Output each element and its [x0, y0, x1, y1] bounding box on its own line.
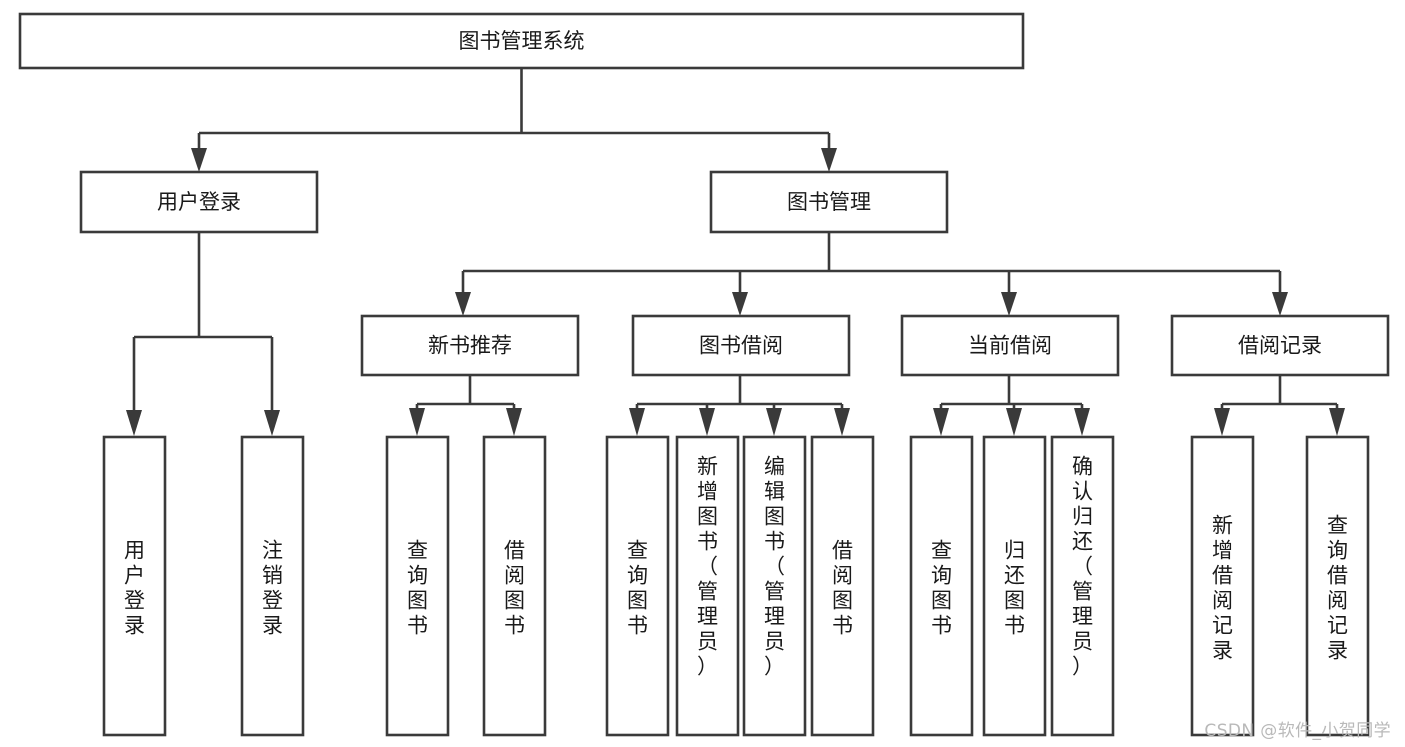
node-leaf-add-book[interactable]: 新增图书（管理员）: [675, 435, 740, 737]
node-label-leaf-logout: 注销登录: [262, 539, 283, 638]
node-leaf-query-book-current[interactable]: 查询图书: [909, 435, 974, 737]
node-leaf-return-book[interactable]: 归还图书: [982, 435, 1047, 737]
node-leaf-query-borrow-record[interactable]: 查询借阅记录: [1305, 435, 1370, 737]
node-box-borrow-record[interactable]: [1170, 314, 1390, 377]
node-leaf-query-book-rec[interactable]: 查询图书: [385, 435, 450, 737]
connector-group-book-manage-to-level3: [455, 232, 1288, 316]
node-borrow-record[interactable]: 借阅记录: [1170, 314, 1390, 377]
node-root[interactable]: 图书管理系统: [18, 12, 1025, 70]
node-label-leaf-query-book-current: 查询图书: [931, 539, 952, 638]
node-leaf-edit-book[interactable]: 编辑图书（管理员）: [742, 435, 807, 737]
connector-group-borrow-record-to-leaves: [1214, 375, 1345, 436]
node-box-leaf-add-borrow-record[interactable]: [1190, 435, 1255, 737]
node-label-leaf-borrow-book: 借阅图书: [832, 539, 853, 638]
node-label-leaf-edit-book: 编辑图书（管理员）: [764, 455, 785, 679]
node-user-login[interactable]: 用户登录: [79, 170, 319, 234]
node-leaf-borrow-book[interactable]: 借阅图书: [810, 435, 875, 737]
connector-group-book-borrow-to-leaves: [629, 375, 850, 436]
node-label-root: 图书管理系统: [459, 29, 585, 53]
node-box-user-login[interactable]: [79, 170, 319, 234]
node-label-leaf-query-book-rec: 查询图书: [407, 539, 428, 638]
node-box-book-manage[interactable]: [709, 170, 949, 234]
node-label-book-borrow: 图书借阅: [699, 334, 783, 358]
node-box-leaf-add-book[interactable]: [675, 435, 740, 737]
arrowhead-leaf-add-book: [699, 408, 715, 436]
node-book-manage[interactable]: 图书管理: [709, 170, 949, 234]
node-box-leaf-query-book-current[interactable]: [909, 435, 974, 737]
node-label-user-login: 用户登录: [157, 190, 241, 214]
node-label-borrow-record: 借阅记录: [1238, 334, 1322, 358]
node-box-root[interactable]: [18, 12, 1025, 70]
arrowhead-leaf-query-book-borrow: [629, 408, 645, 436]
node-label-leaf-query-book-borrow: 查询图书: [627, 539, 648, 638]
connector-group-root-to-level2: [191, 68, 837, 172]
node-box-leaf-query-book-rec[interactable]: [385, 435, 450, 737]
node-box-current-borrow[interactable]: [900, 314, 1120, 377]
arrowhead-current-borrow: [1001, 292, 1017, 316]
arrowhead-leaf-edit-book: [766, 408, 782, 436]
arrowhead-leaf-borrow-book-rec: [506, 408, 522, 436]
node-leaf-add-borrow-record[interactable]: 新增借阅记录: [1190, 435, 1255, 737]
arrowhead-borrow-record: [1272, 292, 1288, 316]
arrowhead-leaf-add-borrow-record: [1214, 408, 1230, 436]
node-box-leaf-borrow-book-rec[interactable]: [482, 435, 547, 737]
arrowhead-leaf-return-book: [1006, 408, 1022, 436]
arrowhead-new-book-recommend: [455, 292, 471, 316]
node-box-leaf-logout[interactable]: [240, 435, 305, 737]
node-label-leaf-borrow-book-rec: 借阅图书: [504, 539, 525, 638]
node-box-leaf-confirm-return[interactable]: [1050, 435, 1115, 737]
connector-group-user-login-to-leaves: [126, 232, 280, 436]
node-box-leaf-query-book-borrow[interactable]: [605, 435, 670, 737]
node-box-new-book-recommend[interactable]: [360, 314, 580, 377]
node-box-leaf-borrow-book[interactable]: [810, 435, 875, 737]
node-leaf-user-login[interactable]: 用户登录: [102, 435, 167, 737]
arrowhead-leaf-logout: [264, 410, 280, 436]
node-leaf-logout[interactable]: 注销登录: [240, 435, 305, 737]
connector-group-new-book-to-leaves: [409, 375, 522, 436]
node-current-borrow[interactable]: 当前借阅: [900, 314, 1120, 377]
node-label-leaf-add-book: 新增图书（管理员）: [697, 455, 718, 679]
node-new-book-recommend[interactable]: 新书推荐: [360, 314, 580, 377]
node-book-borrow[interactable]: 图书借阅: [631, 314, 851, 377]
node-label-leaf-query-borrow-record: 查询借阅记录: [1327, 514, 1348, 663]
node-leaf-query-book-borrow[interactable]: 查询图书: [605, 435, 670, 737]
node-box-leaf-return-book[interactable]: [982, 435, 1047, 737]
watermark-label: CSDN @软件_小贺同学: [1204, 721, 1391, 741]
node-label-leaf-add-borrow-record: 新增借阅记录: [1212, 514, 1233, 663]
node-label-book-manage: 图书管理: [787, 190, 871, 214]
connector-group-current-borrow-to-leaves: [933, 375, 1090, 436]
node-box-leaf-user-login[interactable]: [102, 435, 167, 737]
node-box-leaf-query-borrow-record[interactable]: [1305, 435, 1370, 737]
arrowhead-leaf-user-login: [126, 410, 142, 436]
arrowhead-book-borrow: [732, 292, 748, 316]
node-label-current-borrow: 当前借阅: [968, 334, 1052, 358]
arrowhead-leaf-borrow-book: [834, 408, 850, 436]
arrowhead-user-login: [191, 148, 207, 172]
arrowhead-book-manage: [821, 148, 837, 172]
node-box-book-borrow[interactable]: [631, 314, 851, 377]
node-label-leaf-confirm-return: 确认归还（管理员）: [1072, 455, 1093, 679]
node-label-leaf-return-book: 归还图书: [1004, 539, 1025, 638]
node-label-leaf-user-login: 用户登录: [124, 539, 145, 638]
arrowhead-leaf-confirm-return: [1074, 408, 1090, 436]
node-leaf-borrow-book-rec[interactable]: 借阅图书: [482, 435, 547, 737]
arrowhead-leaf-query-borrow-record: [1329, 408, 1345, 436]
arrowhead-leaf-query-book-current: [933, 408, 949, 436]
node-box-leaf-edit-book[interactable]: [742, 435, 807, 737]
arrowhead-leaf-query-book-rec: [409, 408, 425, 436]
node-leaf-confirm-return[interactable]: 确认归还（管理员）: [1050, 435, 1115, 737]
nodes-layer: 图书管理系统用户登录图书管理新书推荐图书借阅当前借阅借阅记录用户登录注销登录查询…: [18, 12, 1390, 737]
node-label-new-book-recommend: 新书推荐: [428, 334, 512, 358]
